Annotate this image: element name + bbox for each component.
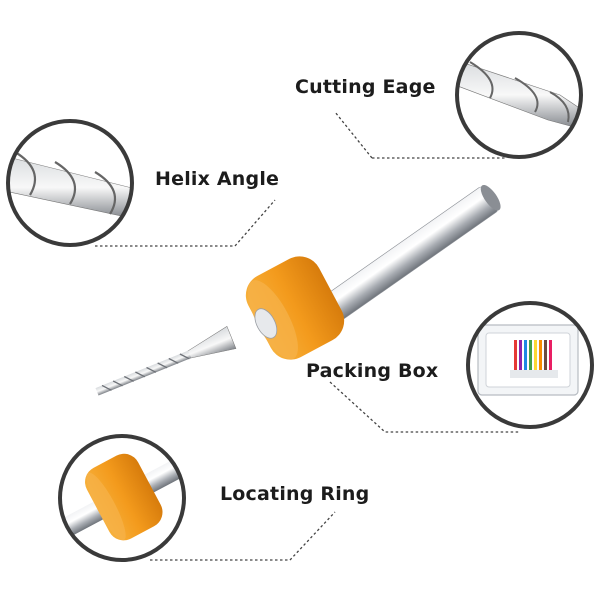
drill-bit-illustration bbox=[95, 184, 501, 396]
packing-box-label: Packing Box bbox=[306, 360, 439, 382]
leader-lines bbox=[95, 111, 520, 561]
cutting-edge-detail bbox=[455, 31, 583, 159]
locating-ring-label: Locating Ring bbox=[220, 483, 370, 505]
helix-angle-detail bbox=[6, 119, 134, 247]
cutting-edge-label: Cutting Eage bbox=[295, 76, 436, 98]
locating-ring-detail bbox=[58, 434, 186, 562]
leader-helix-angle bbox=[95, 199, 276, 247]
helix-angle-label: Helix Angle bbox=[155, 168, 280, 190]
packing-box-detail bbox=[466, 301, 594, 429]
drill-flute bbox=[95, 325, 237, 396]
leader-locating-ring bbox=[150, 511, 336, 561]
drill-locating-ring bbox=[245, 256, 345, 360]
